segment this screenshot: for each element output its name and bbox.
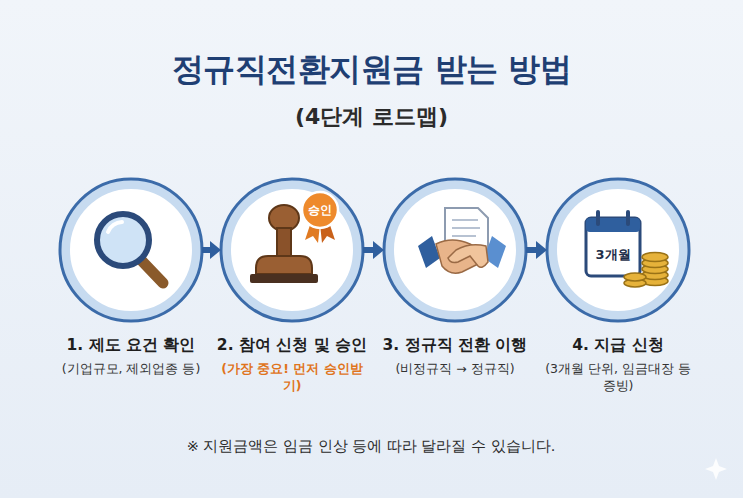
coin-stack	[624, 253, 668, 288]
calendar-icon	[586, 212, 640, 276]
step-circle	[385, 180, 525, 320]
handshake-icon	[418, 208, 506, 273]
step-heading: 3. 정규직 전환 이행	[375, 336, 535, 355]
step-node: 3. 정규직 전환 이행 (비정규직 → 정규직)	[375, 180, 535, 378]
step-arrow	[202, 241, 221, 259]
stamp-icon	[250, 192, 338, 283]
step-node: 1. 제도 요건 확인 (기업규모, 제외업종 등)	[51, 180, 211, 378]
step-note: (비정규직 → 정규직)	[375, 361, 535, 378]
footnote: ※ 지원금액은 임금 인상 등에 따라 달라질 수 있습니다.	[187, 437, 556, 456]
calendar-text: 3개월	[595, 246, 630, 264]
step-circle	[61, 180, 201, 320]
step-heading: 4. 지급 신청	[538, 336, 698, 355]
step-note: (기업규모, 제외업종 등)	[51, 361, 211, 378]
step-heading: 2. 참여 신청 및 승인	[212, 336, 372, 355]
title: 정규직전환지원금 받는 방법	[0, 48, 743, 92]
step-heading: 1. 제도 요건 확인	[51, 336, 211, 355]
step-arrow	[526, 241, 547, 259]
step-note: (3개월 단위, 임금대장 등 증빙)	[538, 361, 698, 395]
sparkle	[705, 458, 727, 480]
step-circles	[60, 179, 689, 321]
step-circle	[222, 180, 362, 320]
step-note: (가장 중요! 먼저 승인받기)	[212, 361, 372, 395]
badge-text: 승인	[308, 202, 332, 219]
step-arrow	[363, 241, 384, 259]
step-node: 2. 참여 신청 및 승인 (가장 중요! 먼저 승인받기)	[212, 180, 372, 395]
magnifier-icon	[97, 214, 163, 283]
subtitle: (4단계 로드맵)	[0, 102, 743, 132]
step-node: 4. 지급 신청 (3개월 단위, 임금대장 등 증빙)	[538, 180, 698, 395]
